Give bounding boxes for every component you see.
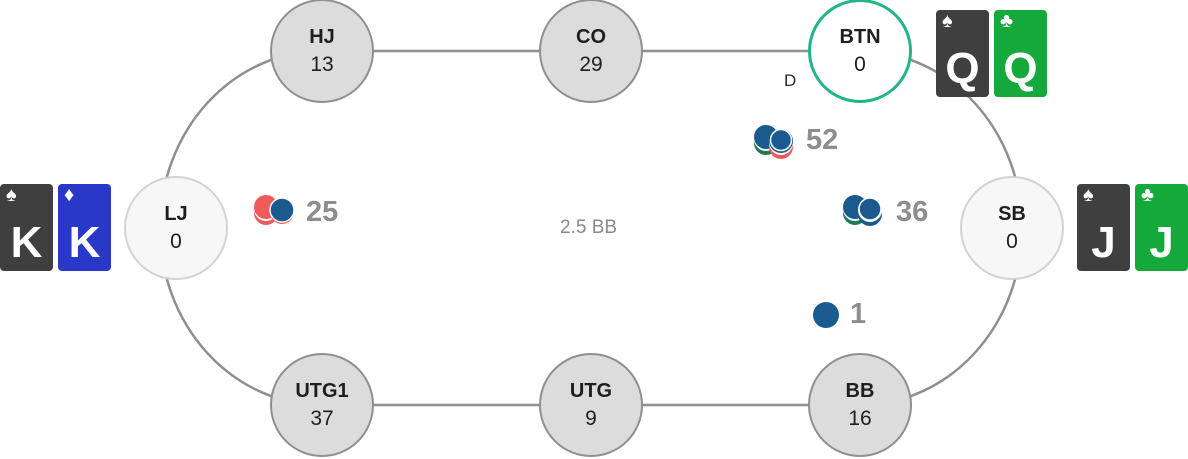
spade-icon: ♠ [1083, 184, 1094, 206]
chip-stack-icon [843, 195, 882, 226]
seat-name: HJ [309, 25, 335, 48]
chip-icon [813, 301, 839, 328]
card-rank: J [1091, 218, 1116, 267]
bet-lj: 25 [252, 192, 338, 232]
seat-stack: 29 [579, 52, 603, 76]
seat-btn[interactable]: BTN 0 [808, 0, 912, 103]
seat-sb[interactable]: SB 0 [960, 176, 1064, 280]
seat-bb[interactable]: BB 16 [808, 353, 912, 457]
seat-stack: 0 [854, 52, 866, 76]
card-lj-1: ♠ K [0, 184, 53, 271]
seat-name: LJ [164, 202, 188, 225]
bet-btn: 52 [752, 117, 838, 163]
diamond-icon: ♦ [64, 184, 75, 206]
bet-amount: 36 [896, 195, 929, 228]
card-lj-2: ♦ K [58, 184, 111, 271]
seat-stack: 13 [310, 52, 334, 76]
card-rank: Q [1003, 44, 1038, 93]
seat-name: SB [998, 202, 1026, 225]
card-sb-2: ♣ J [1135, 184, 1188, 271]
seat-utg1[interactable]: UTG1 37 [270, 353, 374, 457]
chip-stack-icon [754, 125, 793, 159]
seat-name: UTG [569, 379, 613, 402]
seat-name: BB [845, 379, 875, 402]
seat-name: BTN [839, 25, 881, 48]
seat-name: UTG1 [295, 379, 349, 402]
seat-stack: 0 [170, 229, 182, 253]
club-icon: ♣ [1000, 10, 1014, 32]
seat-stack: 37 [310, 406, 334, 430]
seat-stack: 9 [585, 406, 597, 430]
spade-icon: ♠ [6, 184, 17, 206]
card-rank: Q [945, 44, 980, 93]
pot-size: 2.5 BB [560, 217, 618, 238]
club-icon: ♣ [1141, 184, 1155, 206]
card-rank: K [68, 218, 101, 267]
seat-stack: 0 [1006, 229, 1018, 253]
bet-amount: 25 [306, 195, 339, 228]
bet-sb: 36 [840, 192, 928, 232]
bet-amount: 1 [850, 298, 867, 330]
bet-bb: 1 [812, 298, 866, 331]
bet-amount: 52 [806, 123, 839, 156]
chip-stack-icon [254, 195, 295, 225]
card-sb-1: ♠ J [1077, 184, 1130, 271]
seat-utg[interactable]: UTG 9 [539, 353, 643, 457]
card-btn-2: ♣ Q [994, 10, 1047, 97]
seat-stack: 16 [848, 406, 872, 430]
spade-icon: ♠ [942, 10, 953, 32]
card-rank: K [10, 218, 43, 267]
seat-co[interactable]: CO 29 [539, 0, 643, 103]
card-rank: J [1149, 218, 1174, 267]
seat-lj[interactable]: LJ 0 [124, 176, 228, 280]
seat-name: CO [576, 25, 606, 48]
seat-hj[interactable]: HJ 13 [270, 0, 374, 103]
dealer-button: D [784, 71, 797, 90]
card-btn-1: ♠ Q [936, 10, 989, 97]
